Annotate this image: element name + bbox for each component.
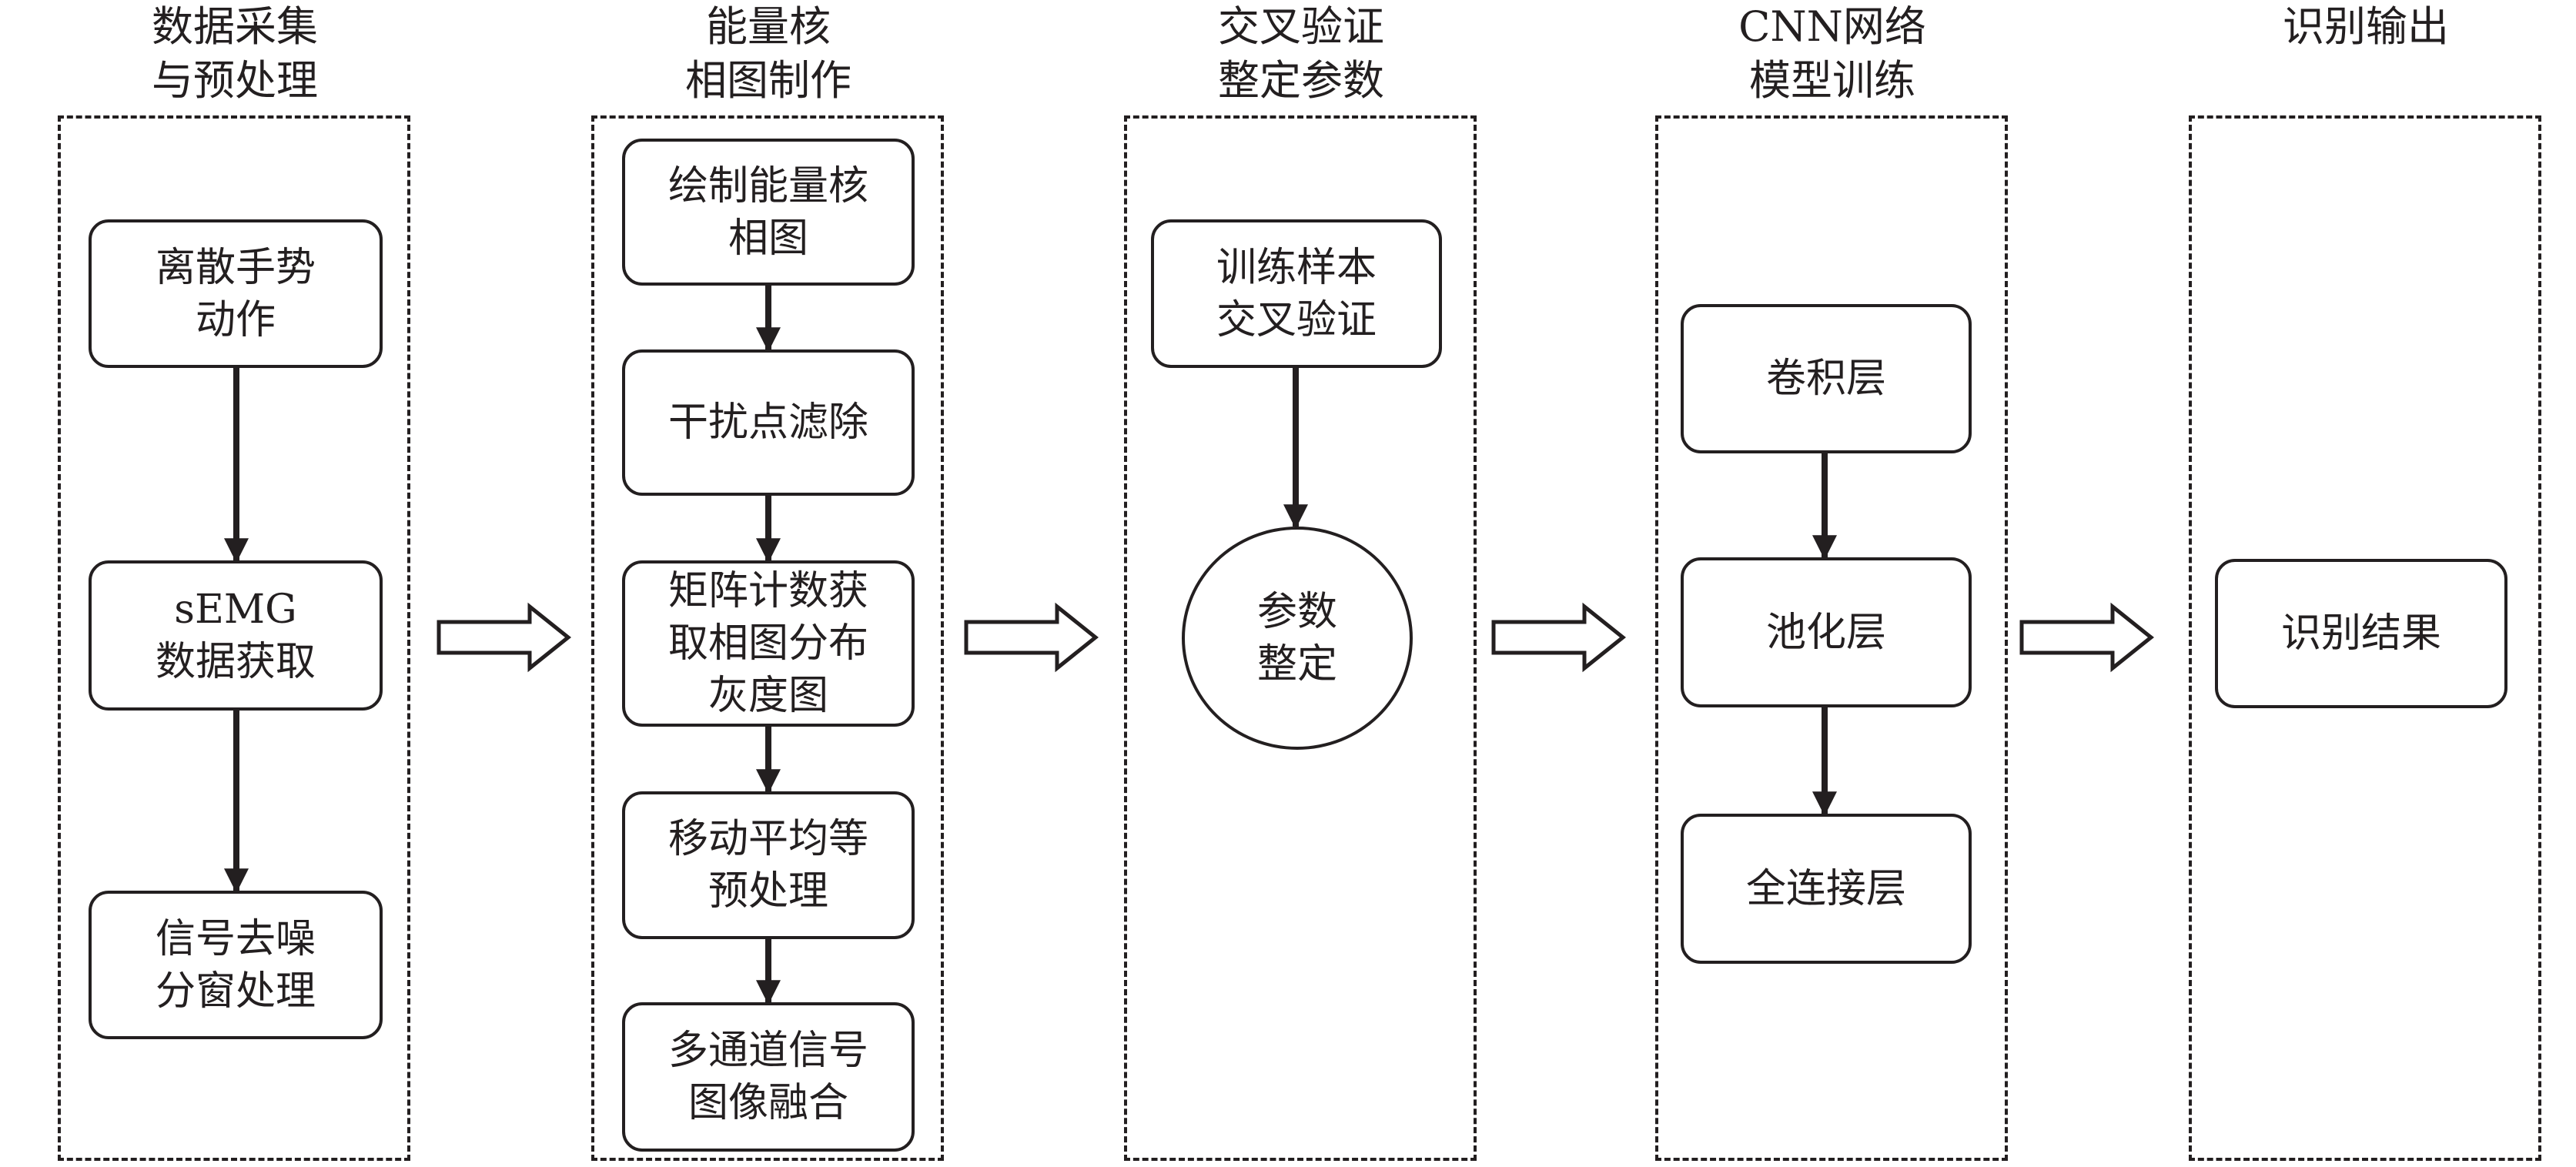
stage-box-recognition-output (2189, 115, 2541, 1161)
node-text-line: 识别结果 (2280, 610, 2441, 657)
node-text-line: 动作 (195, 296, 276, 343)
node-text-line: 干扰点滤除 (667, 400, 868, 446)
node-text-line: sEMG (174, 586, 297, 633)
node-matrix-count-grayscale: 矩阵计数获 取相图分布 灰度图 (622, 560, 915, 727)
node-draw-phase-diagram: 绘制能量核 相图 (622, 139, 915, 286)
node-pooling-layer: 池化层 (1681, 557, 1972, 707)
node-semg-acquisition: sEMG 数据获取 (89, 560, 383, 711)
stage-title-cnn-training: CNN网络 模型训练 (1655, 0, 2009, 108)
stage-title-energy-phase-diagram: 能量核 相图制作 (591, 0, 945, 108)
node-fully-connected-layer: 全连接层 (1681, 814, 1972, 964)
node-text-line: 图像融合 (687, 1080, 848, 1126)
stage-title-line: 数据采集 (152, 2, 318, 51)
stage-transition-arrow (964, 602, 1099, 673)
stage-box-cross-validation (1124, 115, 1477, 1161)
stage-title-data-collection: 数据采集 与预处理 (58, 0, 412, 108)
node-text-line: 绘制能量核 (667, 162, 868, 209)
node-text-line: 预处理 (708, 868, 828, 915)
node-text-line: 取相图分布 (667, 620, 868, 667)
node-text-line: 参数 (1256, 589, 1337, 635)
stage-box-data-collection (58, 115, 410, 1161)
node-text-line: 交叉验证 (1216, 296, 1377, 343)
node-text-line: 全连接层 (1745, 865, 1906, 912)
stage-box-cnn-training (1655, 115, 2008, 1161)
stage-transition-arrow (2019, 602, 2155, 673)
stage-title-line: 相图制作 (685, 56, 851, 105)
stage-transition-arrow (437, 602, 572, 673)
node-recognition-result: 识别结果 (2215, 559, 2507, 708)
node-text-line: 整定 (1256, 641, 1337, 687)
node-interference-filter: 干扰点滤除 (622, 349, 915, 496)
stage-title-line: CNN网络 (1738, 2, 1926, 51)
stage-transition-arrow (1491, 602, 1627, 673)
stage-box-energy-phase-diagram (591, 115, 944, 1161)
node-discrete-gesture: 离散手势 动作 (89, 219, 383, 368)
node-text-line: 卷积层 (1765, 356, 1886, 402)
node-text-line: 池化层 (1765, 609, 1886, 656)
node-text-line: 离散手势 (155, 244, 316, 291)
node-cross-validation: 训练样本 交叉验证 (1151, 219, 1442, 368)
node-multichannel-fusion: 多通道信号 图像融合 (622, 1002, 915, 1152)
node-convolution-layer: 卷积层 (1681, 304, 1972, 453)
stage-title-cross-validation: 交叉验证 整定参数 (1124, 0, 1478, 108)
node-text-line: 数据获取 (155, 638, 316, 685)
stage-title-line: 交叉验证 (1218, 2, 1384, 51)
stage-title-line: 整定参数 (1218, 56, 1384, 105)
node-text-line: 训练样本 (1216, 244, 1377, 291)
node-text-line: 分窗处理 (155, 968, 316, 1015)
node-text-line: 移动平均等 (667, 816, 868, 862)
stage-title-line: 识别输出 (2283, 2, 2449, 51)
node-text-line: 多通道信号 (667, 1028, 868, 1074)
node-text-line: 矩阵计数获 (667, 568, 868, 614)
node-text-line: 信号去噪 (155, 915, 316, 962)
node-denoise-windowing: 信号去噪 分窗处理 (89, 891, 383, 1039)
stage-title-line: 能量核 (706, 2, 831, 51)
stage-title-line: 与预处理 (152, 56, 318, 105)
node-text-line: 相图 (728, 215, 808, 262)
node-parameter-tuning: 参数 整定 (1182, 527, 1413, 750)
stage-title-line: 模型训练 (1749, 56, 1915, 105)
stage-title-recognition-output: 识别输出 (2189, 0, 2543, 54)
node-text-line: 灰度图 (708, 673, 828, 719)
node-moving-average: 移动平均等 预处理 (622, 791, 915, 939)
